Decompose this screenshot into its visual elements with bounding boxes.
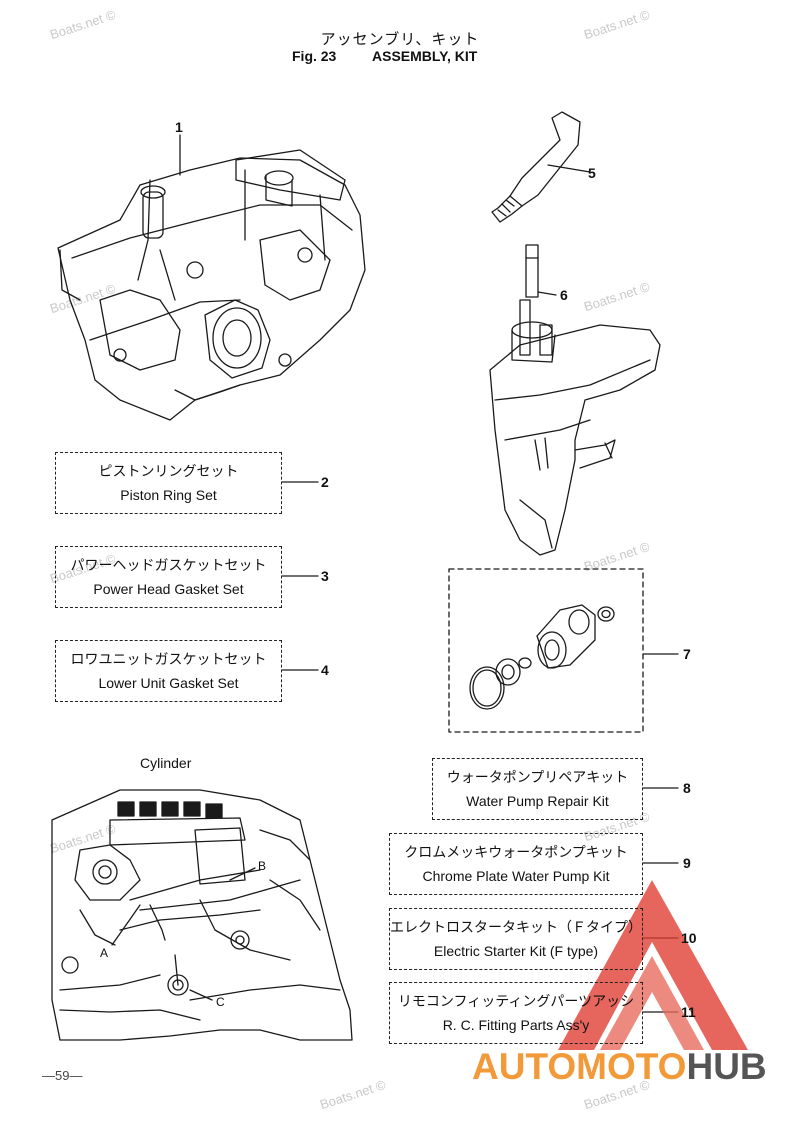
automotohub-logo-text: AUTOMOTOHUB	[472, 1046, 767, 1088]
callout-1: 1	[175, 119, 183, 135]
kit-name-jp: リモコンフィッティングパーツアッシ	[397, 993, 635, 1009]
callout-5: 5	[588, 165, 596, 181]
kit-name-jp: ピストンリングセット	[98, 463, 239, 479]
kit-name-en: Electric Starter Kit (F type)	[433, 943, 599, 959]
cylinder-letter-b: B	[258, 859, 267, 873]
kit-name-en: Water Pump Repair Kit	[466, 793, 609, 809]
automotohub-logo-mark	[558, 880, 748, 1050]
cylinder-letter-a: A	[100, 946, 109, 960]
kit-name-jp: クロムメッキウォータポンプキット	[404, 844, 628, 860]
kit-name-en: Chrome Plate Water Pump Kit	[422, 868, 610, 884]
shaft-illustration	[525, 244, 539, 298]
kit-name-jp: ロワユニットガスケットセット	[70, 651, 267, 667]
lower-unit-illustration	[489, 299, 661, 556]
figure-number: Fig. 23	[292, 48, 337, 64]
kit-name-en: R. C. Fitting Parts Ass'y	[442, 1017, 590, 1033]
cylinder-label: Cylinder	[140, 755, 192, 771]
callout-3: 3	[321, 568, 329, 584]
kit-name-en: Lower Unit Gasket Set	[98, 675, 239, 691]
callout-6: 6	[560, 287, 568, 303]
kit-name-en: Piston Ring Set	[120, 487, 217, 503]
callout-10: 10	[681, 930, 697, 946]
title-japanese: アッセンブリ、キット	[320, 31, 480, 48]
callout-2: 2	[321, 474, 329, 490]
kit-name-jp: ウォータポンプリペアキット	[446, 769, 629, 785]
kit-box-power-head-gasket: パワーヘッドガスケットセット Power Head Gasket Set	[55, 546, 282, 608]
kit-name-jp: エレクトロスタータキット（Ｆタイプ）	[390, 919, 642, 935]
kit-box-lower-unit-gasket: ロワユニットガスケットセット Lower Unit Gasket Set	[55, 640, 282, 702]
water-pump-kit-box	[448, 568, 644, 733]
cylinder-illustration	[51, 789, 353, 1041]
kit-name-jp: パワーヘッドガスケットセット	[70, 557, 267, 573]
callout-7: 7	[683, 646, 691, 662]
logo-part-2: HUB	[686, 1046, 767, 1087]
cylinder-letter-c: C	[216, 995, 225, 1009]
callout-11: 11	[681, 1004, 696, 1020]
drive-shaft-tool-illustration	[491, 111, 581, 223]
page-number: —59—	[42, 1068, 83, 1083]
kit-box-rc-fitting: リモコンフィッティングパーツアッシ R. C. Fitting Parts As…	[389, 982, 643, 1044]
kit-box-piston-ring: ピストンリングセット Piston Ring Set	[55, 452, 282, 514]
logo-part-1: AUTOMOTO	[472, 1046, 687, 1087]
power-head-illustration	[57, 149, 366, 421]
callout-9: 9	[683, 855, 691, 871]
callout-4: 4	[321, 662, 329, 678]
figure-title: ASSEMBLY, KIT	[372, 48, 478, 64]
callout-8: 8	[683, 780, 691, 796]
kit-box-electric-starter: エレクトロスタータキット（Ｆタイプ） Electric Starter Kit …	[389, 908, 643, 970]
kit-name-en: Power Head Gasket Set	[93, 581, 244, 597]
water-pump-illustration	[469, 604, 615, 710]
kit-box-chrome-water-pump: クロムメッキウォータポンプキット Chrome Plate Water Pump…	[389, 833, 643, 895]
kit-box-water-pump-repair: ウォータポンプリペアキット Water Pump Repair Kit	[432, 758, 643, 820]
